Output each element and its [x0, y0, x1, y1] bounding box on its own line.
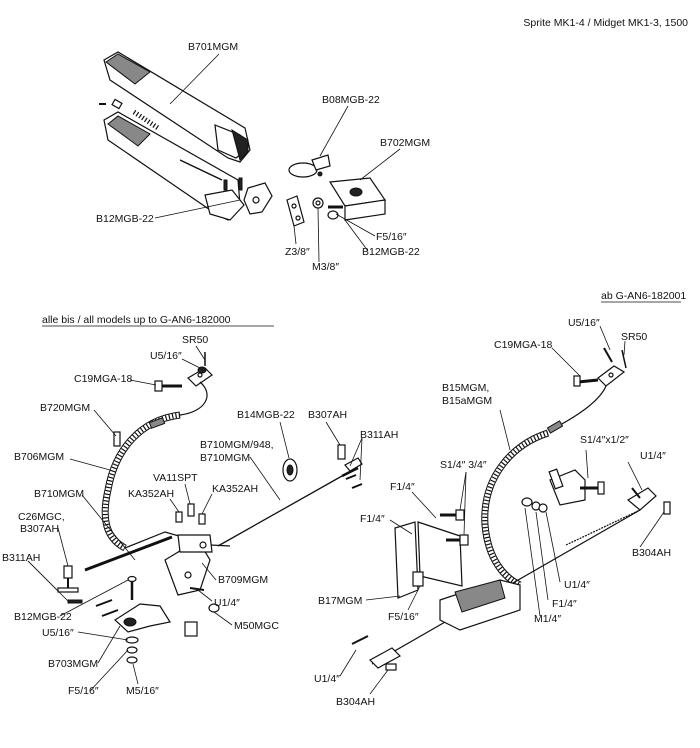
label-sr50-right: SR50 [621, 331, 647, 343]
label-m38: M3/8″ [312, 261, 339, 273]
label-sr50-left: SR50 [182, 334, 208, 346]
label-u516-right: U5/16″ [568, 317, 600, 329]
model-title: Sprite MK1-4 / Midget MK1-3, 1500 [523, 17, 688, 29]
label-b14mgb-22: B14MGB-22 [237, 409, 295, 421]
label-b703mgm: B703MGM [48, 658, 98, 670]
label-f516-right: F5/16″ [388, 611, 419, 623]
label-ka352ah-a: KA352AH [128, 488, 174, 500]
label-c19mga-18-left: C19MGA-18 [74, 373, 133, 385]
label-b709mgm: B709MGM [218, 574, 268, 586]
label-b311ah-left: B311AH [2, 552, 40, 564]
label-b701mgm: B701MGM [188, 41, 238, 53]
label-b12mgb-22-top2: B12MGB-22 [362, 246, 420, 258]
label-b720mgm: B720MGM [40, 402, 90, 414]
label-b702mgm: B702MGM [380, 137, 430, 149]
label-ka352ah-b: KA352AH [212, 483, 258, 495]
label-m50mgc: M50MGC [234, 620, 279, 632]
leaders-top [154, 53, 401, 263]
label-b17mgm: B17MGM [318, 595, 362, 607]
label-b15amgm: B15aMGM [442, 395, 492, 407]
label-u14-rtop: U1/4″ [640, 450, 666, 462]
leaders-right [339, 325, 665, 695]
label-b15mgm: B15MGM, [442, 382, 489, 394]
section-right-title: ab G-AN6-182001 [601, 290, 686, 302]
label-b307ah-mid: B307AH [308, 409, 347, 421]
label-f516-top: F5/16″ [376, 231, 407, 243]
label-u516-left: U5/16″ [150, 350, 182, 362]
label-s14-34: S1/4″ 3/4″ [440, 459, 487, 471]
leaders-left [27, 345, 363, 692]
label-b12mgb-22-top: B12MGB-22 [96, 213, 154, 225]
label-c19mga-18-right: C19MGA-18 [494, 339, 553, 351]
label-b307ah-left: B307AH [20, 523, 59, 535]
label-b12mgb-22-left: B12MGB-22 [14, 611, 72, 623]
label-va11spt: VA11SPT [153, 472, 198, 484]
label-b311ah-mid: B311AH [360, 429, 398, 441]
label-u14-left: U1/4″ [214, 597, 240, 609]
label-m516: M5/16″ [126, 685, 159, 697]
label-u14-rbot: U1/4″ [314, 673, 340, 685]
label-u14-rmid: U1/4″ [564, 579, 590, 591]
label-f14-c: F1/4″ [552, 598, 577, 610]
label-f14-a: F1/4″ [390, 481, 415, 493]
label-c26mgc: C26MGC, [18, 511, 65, 523]
label-b710mgm: B710MGM [34, 488, 84, 500]
label-b304ah-bottom: B304AH [336, 696, 375, 708]
early-cable-assembly [57, 352, 363, 664]
label-m14: M1/4″ [534, 613, 561, 625]
handbrake-lever-assembly [99, 51, 387, 227]
section-left-title: alle bis / all models up to G-AN6-182000 [42, 314, 231, 326]
label-b710mgm-948: B710MGM/948, [200, 439, 274, 451]
label-b08mgb-22: B08MGB-22 [322, 94, 380, 106]
label-f14-b: F1/4″ [360, 513, 385, 525]
label-s14x12: S1/4″x1/2″ [580, 434, 629, 446]
label-f516-left: F5/16″ [68, 685, 99, 697]
later-cable-assembly [351, 347, 671, 671]
label-b710mgm-mid: B710MGM [200, 452, 250, 464]
label-u516-left2: U5/16″ [42, 627, 74, 639]
label-b706mgm: B706MGM [14, 451, 64, 463]
label-b304ah-right: B304AH [632, 547, 671, 559]
label-z38: Z3/8″ [285, 246, 310, 258]
part-labels: B701MGM B08MGB-22 B702MGM B12MGB-22 F5/1… [2, 41, 671, 708]
